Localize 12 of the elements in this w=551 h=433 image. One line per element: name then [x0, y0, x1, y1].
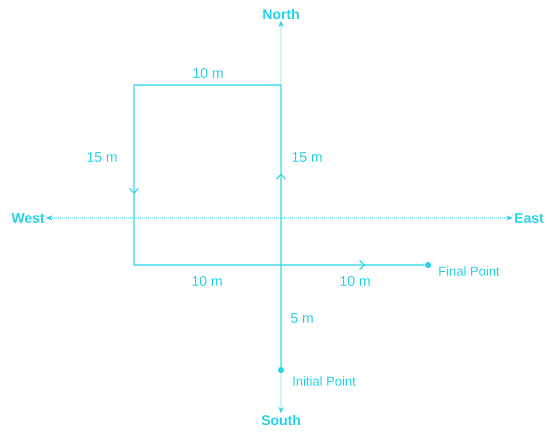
distance-label: 10 m: [192, 276, 222, 286]
point-label: Initial Point: [293, 376, 356, 386]
distance-label: 15 m: [292, 152, 322, 162]
direction-label: West: [11, 213, 44, 223]
distance-label: 5 m: [290, 313, 313, 323]
direction-label: North: [263, 8, 299, 20]
distance-label: 10 m: [194, 68, 223, 78]
point-label: Final Point: [439, 266, 500, 276]
direction-label: East: [515, 213, 544, 223]
direction-label: South: [262, 414, 300, 426]
distance-label: 15 m: [88, 152, 117, 162]
distance-label: 10 m: [340, 276, 370, 286]
